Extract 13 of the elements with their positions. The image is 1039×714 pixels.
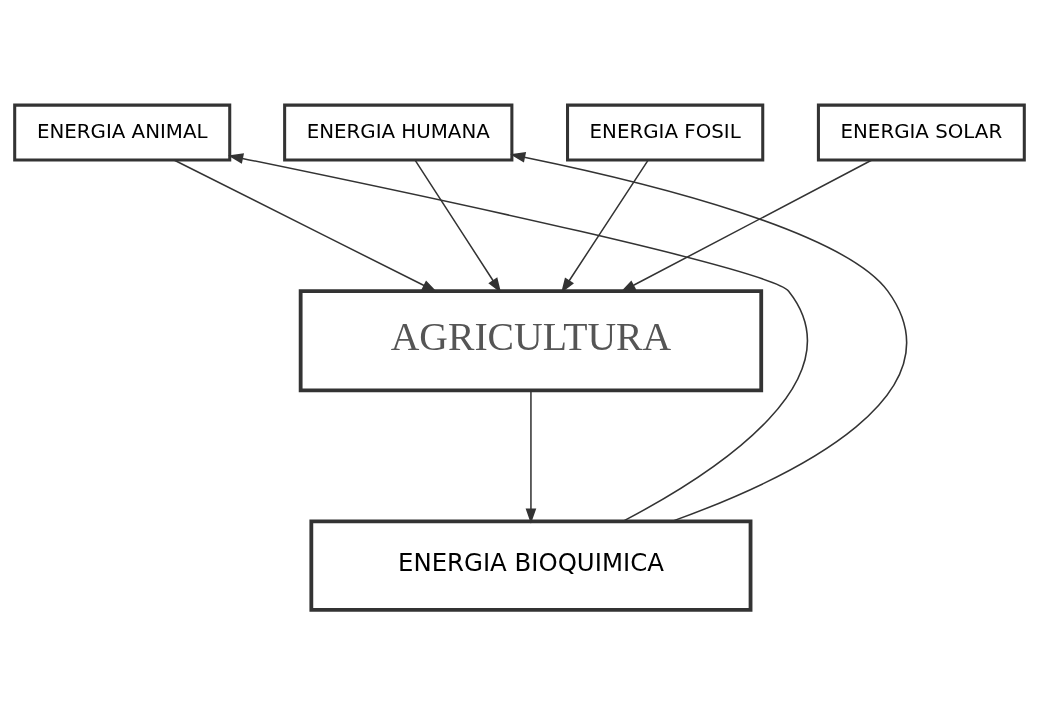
node-box: ENERGIA BIOQUIMICA (309, 519, 753, 612)
arrow (561, 158, 649, 293)
node-box: ENERGIA ANIMAL (13, 103, 232, 162)
arrow (227, 152, 808, 522)
arrow (525, 389, 537, 524)
node-box: ENERGIA HUMANA (283, 103, 514, 162)
node-box: AGRICULTURA (298, 288, 764, 392)
arrow (510, 151, 908, 522)
arrow (620, 158, 873, 292)
arrow (414, 158, 502, 293)
arrow (173, 158, 438, 292)
node-box: ENERGIA SOLAR (816, 103, 1026, 162)
node-box: ENERGIA FOSIL (566, 103, 765, 162)
